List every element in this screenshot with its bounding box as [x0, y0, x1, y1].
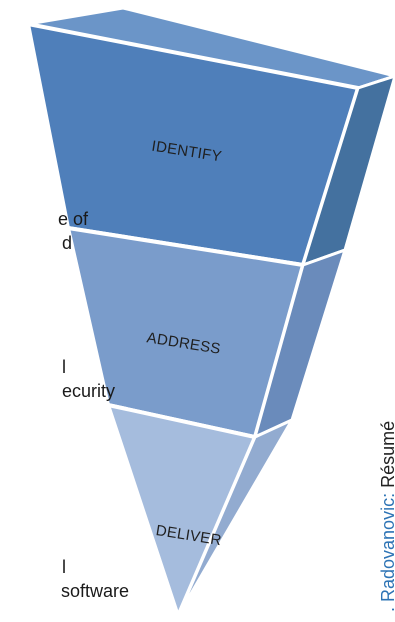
side-text-line-3: l — [62, 357, 66, 377]
side-text-line-2: d — [62, 233, 73, 253]
side-text-line-6: software — [56, 581, 130, 601]
side-text-line-5: l — [62, 557, 66, 577]
vertical-header-text: . Radovanovic: Résumé — [378, 421, 395, 612]
funnel-stage-deliver-side — [176, 418, 294, 618]
author-name: . Radovanovic: — [378, 492, 395, 612]
side-text-line-4: ecurity — [62, 381, 116, 401]
side-text-line-1: e of — [58, 209, 89, 229]
document-type: Résumé — [378, 420, 395, 488]
